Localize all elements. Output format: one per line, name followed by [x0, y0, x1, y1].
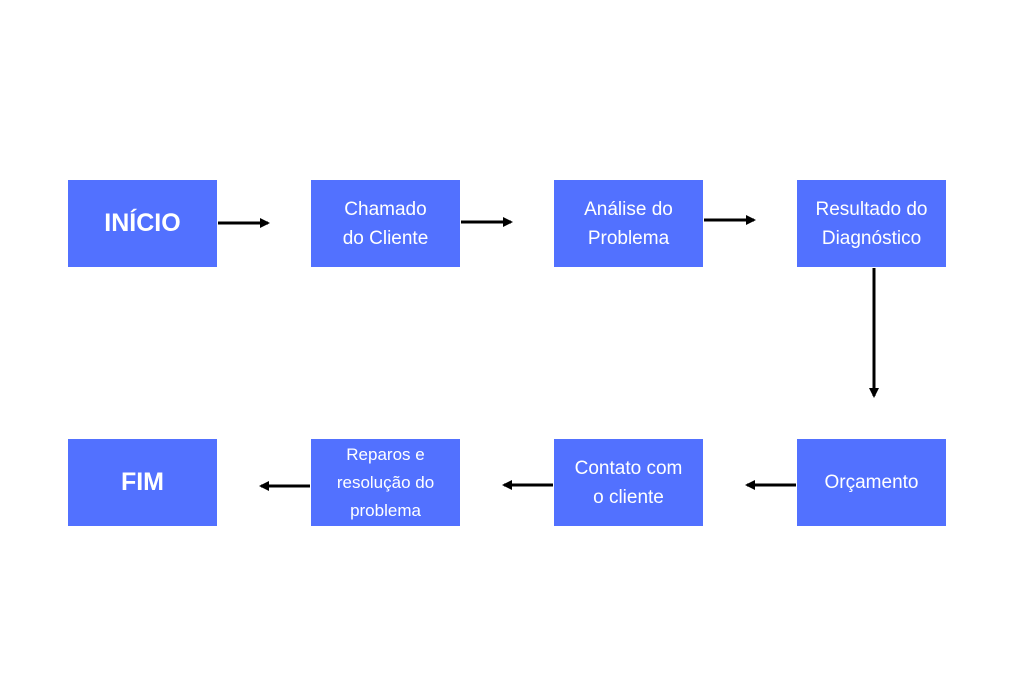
node-reparos-e-resolucao: Reparos e resolução do problema — [311, 439, 460, 526]
node-fim: FIM — [68, 439, 217, 526]
node-inicio-label: INÍCIO — [104, 209, 181, 237]
node-resultado-do-diagnostico: Resultado do Diagnóstico — [797, 180, 946, 267]
node-inicio: INÍCIO — [68, 180, 217, 267]
node-analise-do-problema: Análise do Problema — [554, 180, 703, 267]
node-reparos-label: Reparos e resolução do problema — [336, 444, 435, 520]
node-fim-label: FIM — [120, 468, 165, 496]
node-chamado-do-cliente: Chamado do Cliente — [311, 180, 460, 267]
node-resultado-label: Resultado do Diagnóstico — [815, 198, 928, 249]
node-analise-label: Análise do Problema — [584, 198, 673, 249]
node-orcamento-label: Orçamento — [824, 472, 919, 493]
node-contato-com-o-cliente: Contato com o cliente — [554, 439, 703, 526]
node-chamado-label: Chamado do Cliente — [342, 198, 429, 249]
node-contato-label: Contato com o cliente — [574, 457, 683, 508]
node-orcamento: Orçamento — [797, 439, 946, 526]
